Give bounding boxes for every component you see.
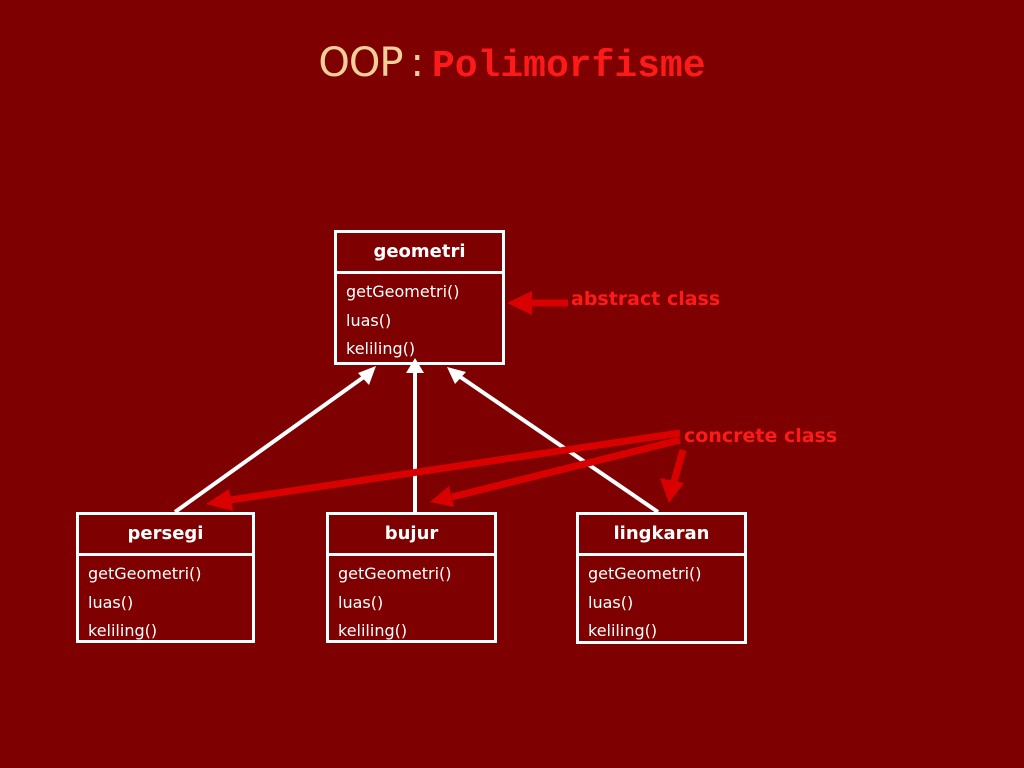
method-list-lingkaran: getGeometri() luas() keliling() [579, 556, 744, 646]
method-luas: luas() [588, 592, 634, 612]
method-luas: luas() [88, 592, 134, 612]
callout-arrow-concrete-bujur-head [430, 486, 454, 507]
inheritance-arrowhead-lingkaran [447, 367, 466, 384]
method-keliling: keliling() [338, 621, 408, 640]
class-name-bujur: bujur [329, 515, 494, 556]
class-box-lingkaran: lingkaran getGeometri() luas() keliling(… [576, 512, 747, 644]
callout-arrow-concrete-lingkaran-head [660, 478, 684, 503]
method-list-geometri: getGeometri() luas() keliling() [337, 274, 502, 364]
class-name-geometri: geometri [337, 233, 502, 274]
callout-concrete-class: concrete class [684, 425, 838, 447]
title-main: OOP [318, 40, 403, 86]
inheritance-arrowhead-bujur [406, 358, 424, 373]
method-keliling: keliling() [588, 621, 658, 640]
callout-arrow-concrete-lingkaran-shaft [670, 449, 687, 483]
method-get-geometri: getGeometri() [338, 564, 452, 583]
method-list-bujur: getGeometri() luas() keliling() [329, 556, 494, 646]
callout-arrow-abstract-head [507, 291, 532, 315]
class-box-persegi: persegi getGeometri() luas() keliling() [76, 512, 255, 643]
method-list-persegi: getGeometri() luas() keliling() [79, 556, 252, 646]
slide-title: OOP:Polimorfisme [0, 40, 1024, 88]
callout-arrow-concrete-persegi-shaft [229, 429, 681, 504]
callout-arrow-concrete-bujur-shaft [451, 436, 681, 501]
title-separator: : [410, 40, 424, 86]
callout-arrow-concrete-persegi-head [206, 489, 233, 511]
inheritance-line-lingkaran [454, 372, 660, 514]
method-get-geometri: getGeometri() [88, 564, 202, 583]
class-box-bujur: bujur getGeometri() luas() keliling() [326, 512, 497, 643]
method-luas: luas() [338, 592, 384, 612]
method-get-geometri: getGeometri() [588, 564, 702, 583]
method-keliling: keliling() [346, 339, 416, 358]
inheritance-arrowhead-persegi [358, 366, 376, 385]
method-keliling: keliling() [88, 621, 158, 640]
method-luas: luas() [346, 310, 392, 330]
class-box-geometri: geometri getGeometri() luas() keliling() [334, 230, 505, 365]
method-get-geometri: getGeometri() [346, 282, 460, 301]
inheritance-line-persegi [173, 372, 370, 514]
class-name-persegi: persegi [79, 515, 252, 556]
callout-abstract-class: abstract class [571, 288, 721, 310]
title-subtitle: Polimorfisme [431, 45, 706, 88]
class-name-lingkaran: lingkaran [579, 515, 744, 556]
